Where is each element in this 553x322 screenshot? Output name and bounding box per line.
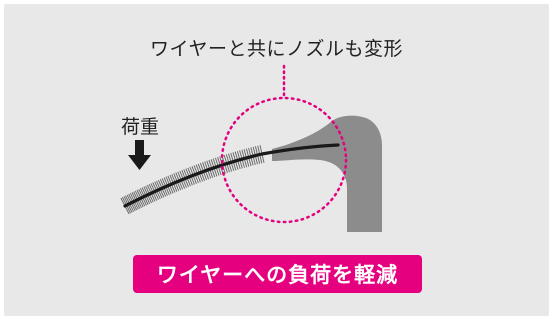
banner-text: ワイヤーへの負荷を軽減 [156, 263, 399, 287]
reduce-load-banner: ワイヤーへの負荷を軽減 [133, 255, 422, 293]
load-label: 荷重 [121, 116, 160, 138]
down-arrow-icon [128, 140, 151, 170]
wire [123, 143, 340, 208]
dotted-circle [220, 96, 348, 224]
deformation-caption: ワイヤーと共にノズルも変形 [150, 38, 403, 60]
nozzle [272, 115, 382, 232]
